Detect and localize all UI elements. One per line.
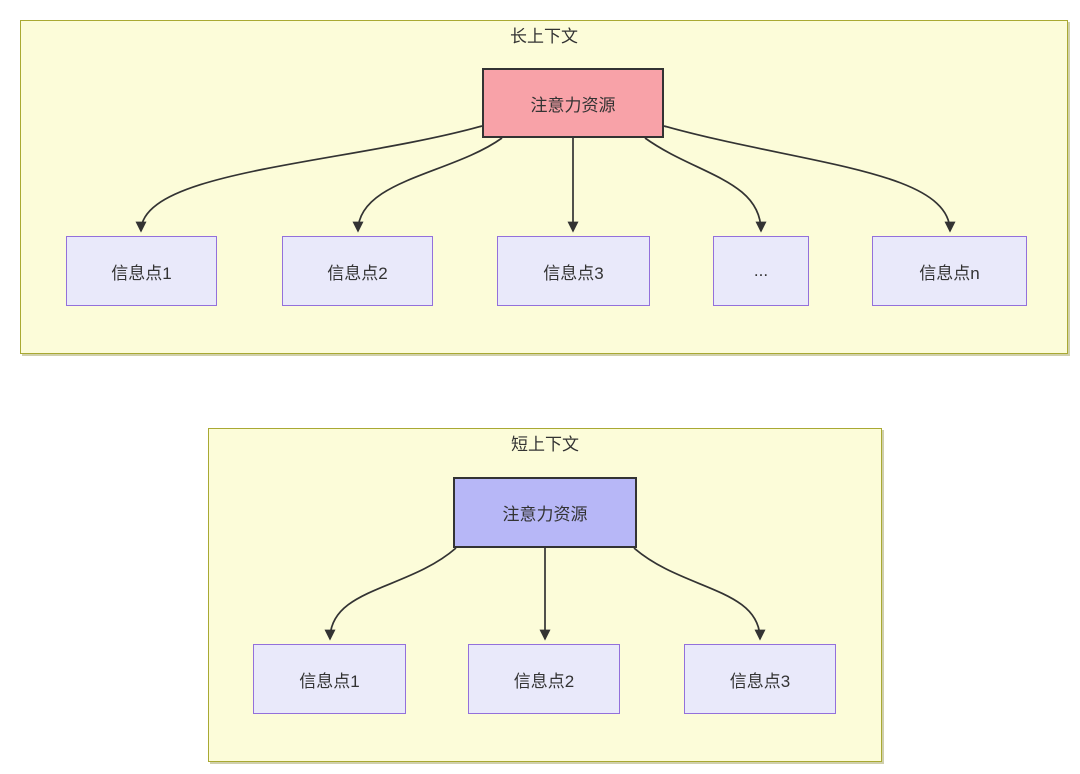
node-short-info-point-2: 信息点2 bbox=[468, 644, 620, 714]
node-long-info-point-2: 信息点2 bbox=[282, 236, 433, 306]
node-short-info-point-1: 信息点1 bbox=[253, 644, 406, 714]
cluster-long-title: 长上下文 bbox=[510, 27, 578, 46]
edge-long-attention-to-info1 bbox=[135, 125, 483, 233]
edge-long-attention-to-info-ellipsis bbox=[644, 137, 767, 233]
cluster-short-title: 短上下文 bbox=[511, 435, 579, 454]
edge-short-attention-to-info1 bbox=[324, 547, 457, 641]
node-long-info-point-3: 信息点3 bbox=[497, 236, 650, 306]
edges-short-context bbox=[324, 547, 766, 641]
node-long-info-point-1: 信息点1 bbox=[66, 236, 217, 306]
node-long-info-point-ellipsis: ... bbox=[713, 236, 809, 306]
node-long-attention-resource: 注意力资源 bbox=[482, 68, 664, 138]
edge-long-attention-to-info2 bbox=[352, 137, 503, 233]
node-short-attention-resource: 注意力资源 bbox=[453, 477, 637, 548]
node-long-info-point-n: 信息点n bbox=[872, 236, 1027, 306]
edges-long-context bbox=[135, 125, 956, 233]
edge-long-attention-to-infon bbox=[663, 125, 956, 233]
edge-short-attention-to-info3 bbox=[633, 547, 766, 641]
node-short-info-point-3: 信息点3 bbox=[684, 644, 836, 714]
